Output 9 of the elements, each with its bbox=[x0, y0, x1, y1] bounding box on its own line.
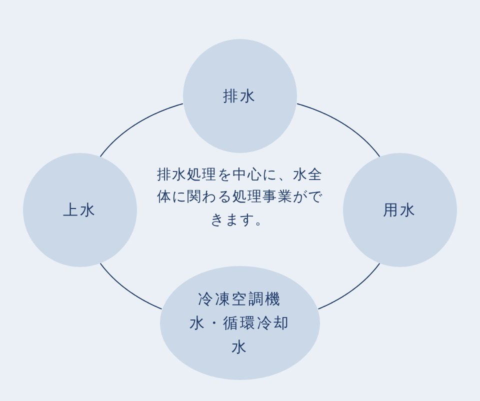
connector-line bbox=[318, 262, 380, 310]
node-text: 排水 bbox=[223, 86, 257, 107]
node-text: 上水 bbox=[63, 200, 97, 221]
node-text: 用水 bbox=[383, 200, 417, 221]
center-text: 排水処理を中心に、水全体に関わる処理事業ができます。 bbox=[156, 166, 324, 230]
node-text: 冷凍空調機水・循環冷却水 bbox=[188, 289, 292, 358]
connector-line bbox=[296, 103, 380, 158]
connector-line bbox=[100, 103, 184, 158]
connector-line bbox=[100, 262, 162, 310]
